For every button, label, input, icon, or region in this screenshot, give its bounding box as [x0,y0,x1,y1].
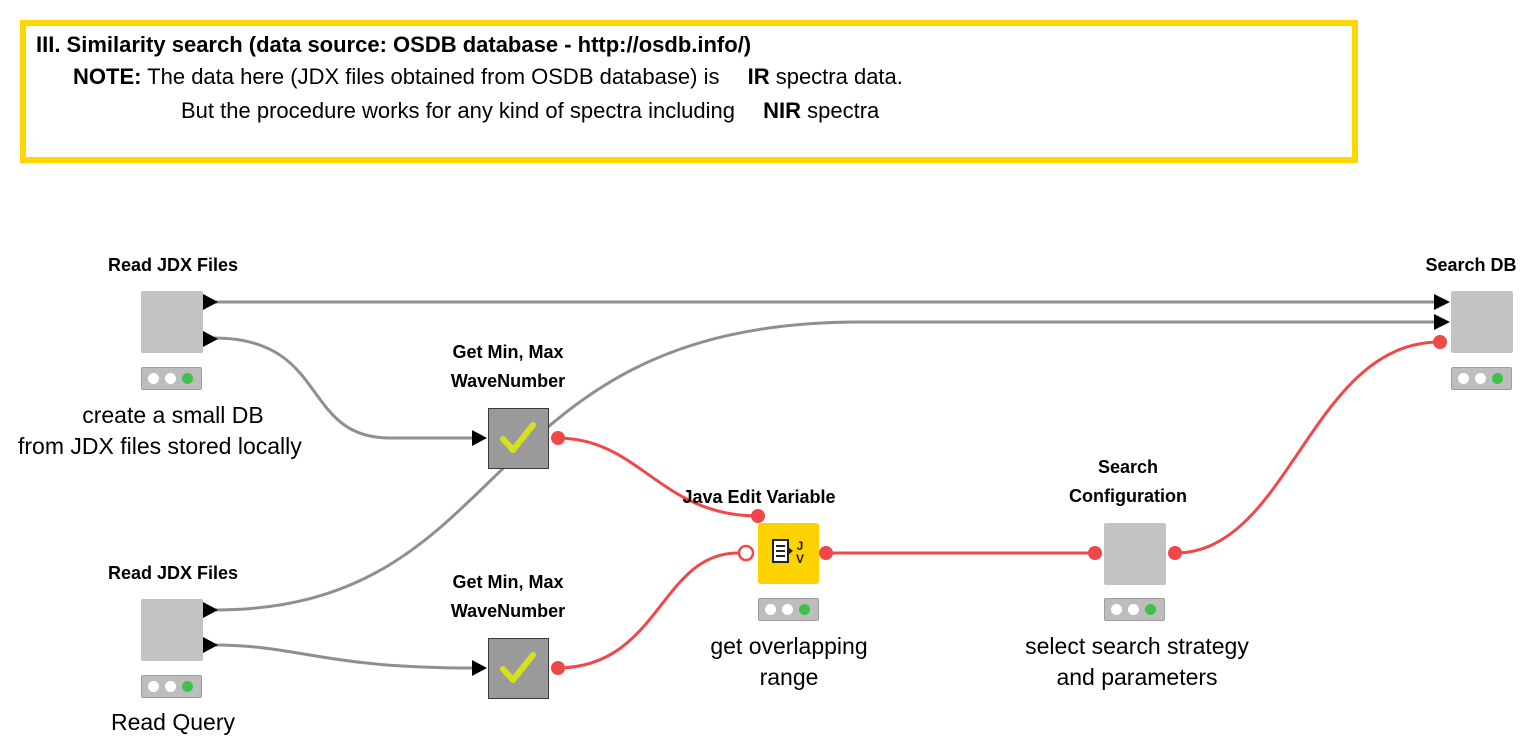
search-config-label-line1: Search [1097,457,1159,477]
minmax-bottom-label-line2: WaveNumber [450,601,566,621]
read-query-status-lights [141,675,202,698]
connection-readdb-minmax-top[interactable] [213,336,474,440]
java-var-out-port[interactable] [819,546,833,560]
searchconfig-var-in-port[interactable] [1088,546,1102,560]
read-db-node-label: Read JDX Files [107,255,239,275]
read-db-description-line2: from JDX files stored locally [18,433,302,459]
procedure-text: But the procedure works for any kind of … [181,98,735,123]
search-db-status-lights [1451,367,1512,390]
searchdb-in-port-1[interactable] [1434,294,1450,310]
svg-text:J: J [797,539,804,553]
search-db-node[interactable] [1451,291,1513,353]
checkmark-icon [500,422,536,453]
java-var-in-port-top[interactable] [751,509,765,523]
annotation-note-line: NOTE: The data here (JDX files obtained … [73,64,903,90]
minmax-bottom-in-port[interactable] [472,660,487,676]
search-db-label: Search DB [1425,255,1517,275]
read-db-out-port-2[interactable] [203,331,218,347]
note-text: The data here (JDX files obtained from O… [147,64,720,89]
minmax-bottom-label-line1: Get Min, Max [452,572,564,592]
search-config-description-line2: and parameters [1056,664,1218,690]
connection-minmax-bottom-java[interactable] [556,551,739,670]
annotation-title: III. Similarity search (data source: OSD… [36,32,752,57]
svg-text:V: V [796,552,804,566]
read-query-out-port-2[interactable] [203,637,218,653]
read-db-node[interactable] [141,291,203,353]
minmax-bottom-var-out-port[interactable] [551,661,565,675]
connection-readquery-searchdb[interactable] [213,320,1440,612]
search-config-description-line1: select search strategy [1025,633,1249,659]
java-edit-variable-status-lights [758,598,819,621]
java-snippet-icon: J V [772,539,804,566]
searchdb-var-in-port[interactable] [1433,335,1447,349]
java-edit-variable-description-line2: range [759,664,819,690]
note-tail: spectra data. [775,64,903,89]
java-var-in-port-left[interactable] [737,544,755,562]
java-edit-variable-node[interactable]: J V [758,523,819,584]
connection-minmax-top-java[interactable] [556,436,759,518]
java-edit-variable-description-line1: get overlapping [710,633,868,659]
search-config-node[interactable] [1104,523,1166,585]
minmax-bottom-node[interactable] [488,638,549,699]
read-query-description: Read Query [110,709,235,735]
note-label: NOTE: [73,64,142,89]
read-db-description-line1: create a small DB [82,402,264,428]
read-query-node[interactable] [141,599,203,661]
minmax-top-var-out-port[interactable] [551,431,565,445]
connection-searchconfig-searchdb[interactable] [1174,340,1441,555]
search-config-status-lights [1104,598,1165,621]
procedure-tail: spectra [807,98,880,123]
java-edit-variable-label: Java Edit Variable [682,487,836,507]
checkmark-icon [500,652,536,683]
searchconfig-var-out-port[interactable] [1168,546,1182,560]
note-ir: IR [747,64,770,89]
annotation-procedure-line: But the procedure works for any kind of … [181,98,879,124]
search-config-label-line2: Configuration [1069,486,1187,506]
minmax-top-label-line1: Get Min, Max [452,342,564,362]
workflow-annotation: III. Similarity search (data source: OSD… [20,20,1358,163]
minmax-top-node[interactable] [488,408,549,469]
searchdb-in-port-2[interactable] [1434,314,1450,330]
read-query-out-port-1[interactable] [203,602,218,618]
connection-readquery-minmax-bottom[interactable] [213,643,475,670]
read-query-node-label: Read JDX Files [107,563,239,583]
procedure-nir: NIR [763,98,801,123]
minmax-top-label-line2: WaveNumber [450,371,566,391]
minmax-top-in-port[interactable] [472,430,487,446]
read-db-out-port-1[interactable] [203,294,218,310]
read-db-status-lights [141,367,202,390]
